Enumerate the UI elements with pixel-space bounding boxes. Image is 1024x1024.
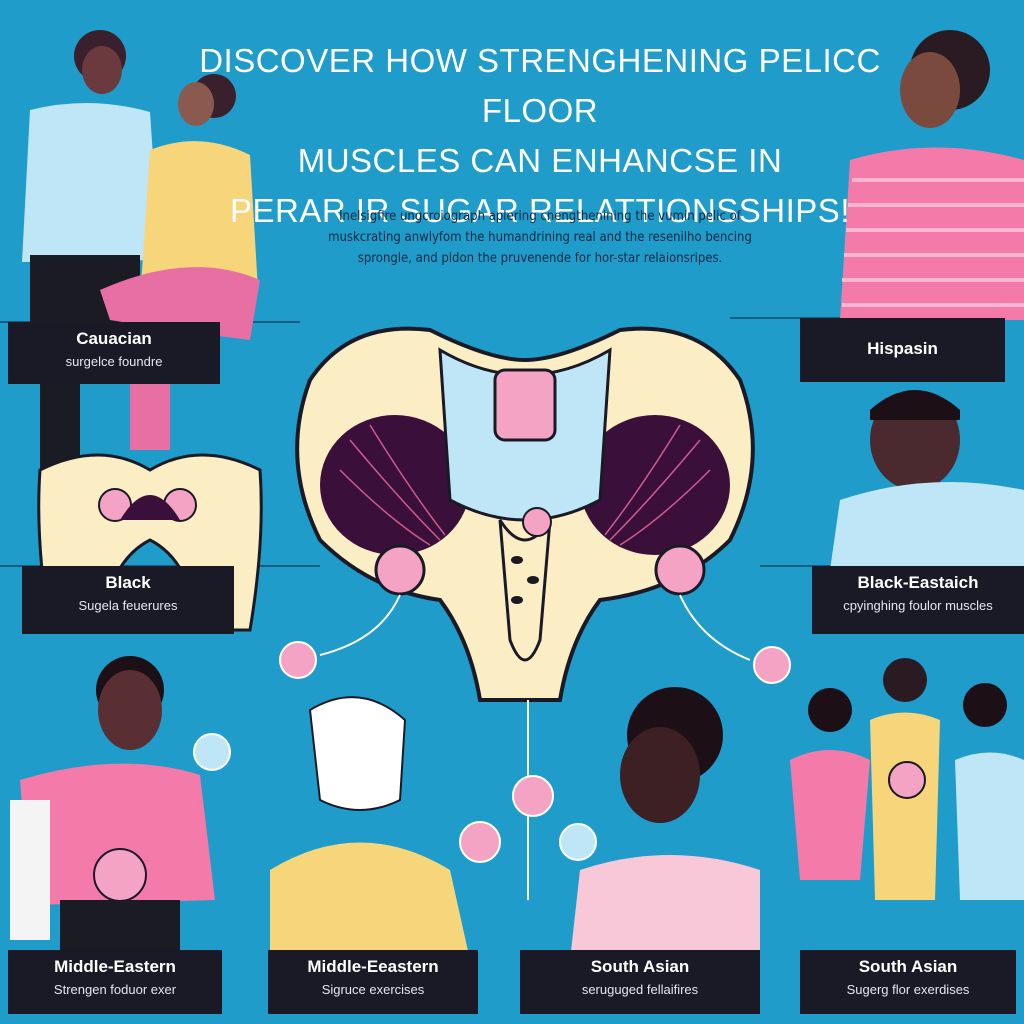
label-black-eastern-name: Black-Eastaich (857, 573, 979, 592)
intro-paragraph: Inelsigfire ungcroiograph aplering cneng… (270, 206, 810, 269)
intro-line-3: sprongle, and pldon the pruvenende for h… (357, 251, 723, 266)
label-south-asian-1-sub: seruguged fellaifires (581, 982, 699, 997)
group-bottom-right-figures (790, 658, 1024, 900)
label-middle-eastern-2-sub: Sigruce exercises (321, 982, 425, 997)
label-black-eastern: Black-Eastaich cpyinghing foulor muscles (812, 566, 1024, 634)
intro-line-2: muskcrating anwlyfom the humandrining re… (328, 230, 752, 245)
label-caucasian-sub: surgelce foundre (65, 354, 163, 369)
floating-node-circles (193, 641, 791, 863)
man-right-middle-figure (830, 390, 1024, 570)
label-south-asian-2-sub: Sugerg flor exerdises (846, 982, 970, 997)
label-middle-eastern-2: Middle-Eeastern Sigruce exercises (268, 950, 478, 1014)
label-hispanic-name: Hispasin (867, 339, 938, 358)
main-headline: Discover how strenghening pelicc floor m… (190, 36, 890, 236)
headline-line-2: muscles can enhancse in (297, 142, 783, 179)
label-middle-eastern-2-name: Middle-Eeastern (307, 957, 439, 976)
label-south-asian-2-name: South Asian (858, 957, 958, 976)
man-striped-shirt-figure (840, 30, 1024, 320)
label-south-asian-1: South Asian seruguged fellaifires (520, 950, 760, 1014)
label-caucasian: Cauacian surgelce foundre (8, 322, 220, 384)
label-black-eastern-sub: cpyinghing foulor muscles (843, 598, 993, 613)
headline-line-3: perar ir sugar relattionsships! (229, 192, 850, 229)
man-yellow-shirt-figure (270, 696, 470, 960)
label-middle-eastern-1-sub: Strengen foduor exer (53, 982, 177, 997)
man-pink-shirt-figure (10, 656, 215, 960)
label-middle-eastern-1-name: Middle-Eastern (54, 957, 176, 976)
label-middle-eastern-1: Middle-Eastern Strengen foduor exer (8, 950, 222, 1014)
central-pelvis-diagram (295, 326, 755, 900)
label-black-name: Black (105, 573, 151, 592)
label-caucasian-name: Cauacian (76, 329, 152, 348)
label-south-asian-2: South Asian Sugerg flor exerdises (800, 950, 1016, 1014)
headline-line-1: Discover how strenghening pelicc floor (199, 42, 881, 129)
man-bottom-center-figure (570, 687, 760, 960)
label-hispanic: Hispasin (800, 318, 1005, 382)
label-black: Black Sugela feuerures (22, 566, 234, 634)
label-black-sub: Sugela feuerures (78, 598, 178, 613)
intro-line-1: Inelsigfire ungcroiograph aplering cneng… (339, 209, 741, 224)
label-south-asian-1-name: South Asian (590, 957, 690, 976)
